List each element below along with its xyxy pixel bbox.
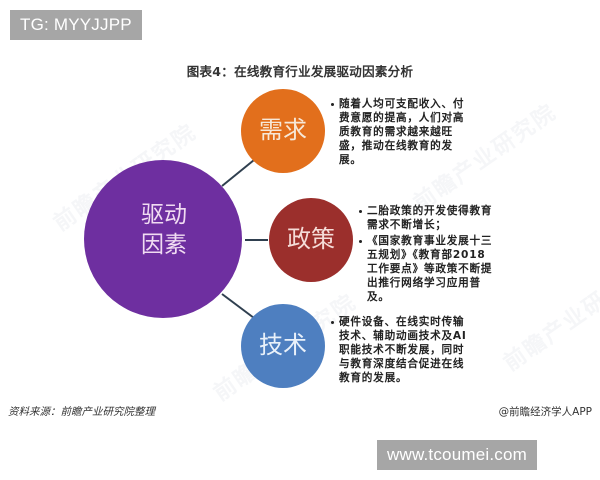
demand-label: 需求 [259, 116, 307, 144]
connector-tech [221, 293, 255, 319]
bullet-item: 二胎政策的开发使得教育需求不断增长； [358, 204, 496, 232]
tech-circle [241, 304, 325, 388]
bullet-item: 《国家教育事业发展十三五规划》《教育部2018工作要点》等政策不断提出推行网络学… [358, 234, 496, 304]
figure-title: 图表4：在线教育行业发展驱动因素分析 [186, 64, 414, 79]
center-label-line1: 驱动 [141, 202, 187, 228]
demand-circle [241, 89, 325, 173]
bullet-item: 随着人均可支配收入、付费意愿的提高，人们对高质教育的需求越来越旺盛，推动在线教育… [330, 97, 468, 167]
source-note: 资料来源：前瞻产业研究院整理 [8, 406, 155, 418]
bottom-overlay-tag: www.tcoumei.com [377, 440, 537, 470]
policy-circle [269, 198, 353, 282]
center-circle [84, 160, 242, 318]
tech-label: 技术 [259, 331, 307, 359]
center-label: 驱动 因素 [104, 175, 224, 285]
demand-description: 随着人均可支配收入、付费意愿的提高，人们对高质教育的需求越来越旺盛，推动在线教育… [330, 97, 468, 167]
tech-description: 硬件设备、在线实时传输技术、辅助动画技术及AI职能技术不断发展，同时与教育深度结… [330, 315, 470, 385]
policy-label: 政策 [287, 225, 335, 253]
policy-description: 二胎政策的开发使得教育需求不断增长； 《国家教育事业发展十三五规划》《教育部20… [358, 204, 496, 304]
copyright-note: @前瞻经济学人APP [498, 406, 592, 418]
connector-demand [221, 159, 255, 187]
bullet-item: 硬件设备、在线实时传输技术、辅助动画技术及AI职能技术不断发展，同时与教育深度结… [330, 315, 470, 385]
top-overlay-tag: TG: MYYJJPP [10, 10, 142, 40]
center-label-line2: 因素 [141, 232, 187, 258]
